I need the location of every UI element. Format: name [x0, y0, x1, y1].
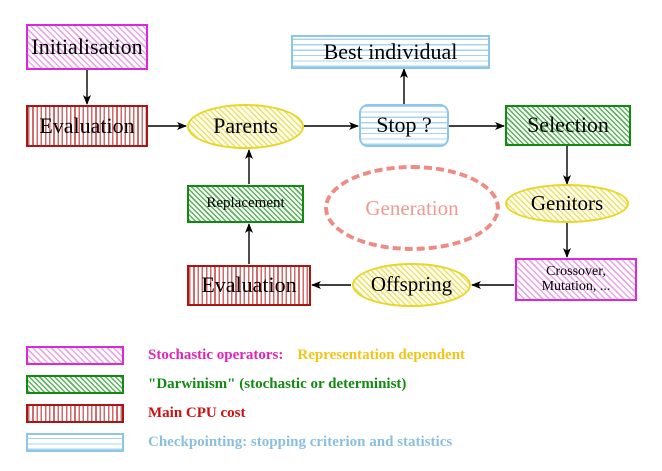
legend-row-checkpointing: Checkpointing: stopping criterion and st…: [26, 433, 452, 452]
legend-swatch-blue-horizontal-hatch: [26, 433, 124, 452]
node-evaluation-top-label: Evaluation: [39, 112, 135, 138]
legend-label-checkpointing: Checkpointing: stopping criterion and st…: [148, 434, 453, 450]
node-stop-label: Stop ?: [376, 112, 432, 138]
node-genitors-label: Genitors: [530, 190, 604, 215]
legend-row-darwinism: "Darwinism" (stochastic or determinist): [26, 375, 406, 394]
legend-label-representation-dependent: Representation dependent: [297, 347, 466, 363]
node-generation-loop: Generation: [324, 165, 500, 251]
node-crossover-mutation-label: Crossover, Mutation, ...: [541, 264, 611, 294]
node-replacement-label: Replacement: [206, 195, 285, 212]
node-crossover-mutation[interactable]: Crossover, Mutation, ...: [515, 258, 637, 301]
legend-label-main-cpu-cost: Main CPU cost: [148, 405, 246, 421]
legend-label-darwinism: "Darwinism" (stochastic or determinist): [148, 376, 407, 392]
legend-label-stochastic-operators: Stochastic operators:: [148, 347, 284, 363]
node-initialisation-label: Initialisation: [31, 33, 143, 59]
legend-swatch-green-diagonal-hatch: [26, 375, 124, 394]
node-genitors[interactable]: Genitors: [505, 184, 629, 223]
legend-swatch-magenta-diagonal-hatch: [26, 346, 124, 365]
node-evaluation-bottom[interactable]: Evaluation: [187, 265, 311, 306]
node-generation-label: Generation: [365, 195, 459, 220]
node-evaluation-top[interactable]: Evaluation: [26, 105, 148, 147]
node-best-individual-label: Best individual: [323, 38, 458, 64]
node-parents[interactable]: Parents: [187, 104, 304, 149]
node-best-individual[interactable]: Best individual: [291, 35, 490, 69]
node-parents-label: Parents: [213, 113, 278, 139]
node-initialisation[interactable]: Initialisation: [26, 24, 148, 70]
legend-swatch-red-vertical-hatch: [26, 404, 124, 423]
node-selection[interactable]: Selection: [505, 105, 631, 146]
node-selection-label: Selection: [527, 112, 609, 138]
node-offspring-label: Offspring: [370, 272, 453, 297]
node-evaluation-bottom-label: Evaluation: [201, 272, 297, 298]
node-offspring[interactable]: Offspring: [352, 263, 471, 307]
node-replacement[interactable]: Replacement: [187, 185, 304, 223]
legend-row-stochastic: Stochastic operators: Representation dep…: [26, 346, 465, 365]
legend-row-main-cpu-cost: Main CPU cost: [26, 404, 246, 423]
node-stop[interactable]: Stop ?: [359, 104, 449, 147]
